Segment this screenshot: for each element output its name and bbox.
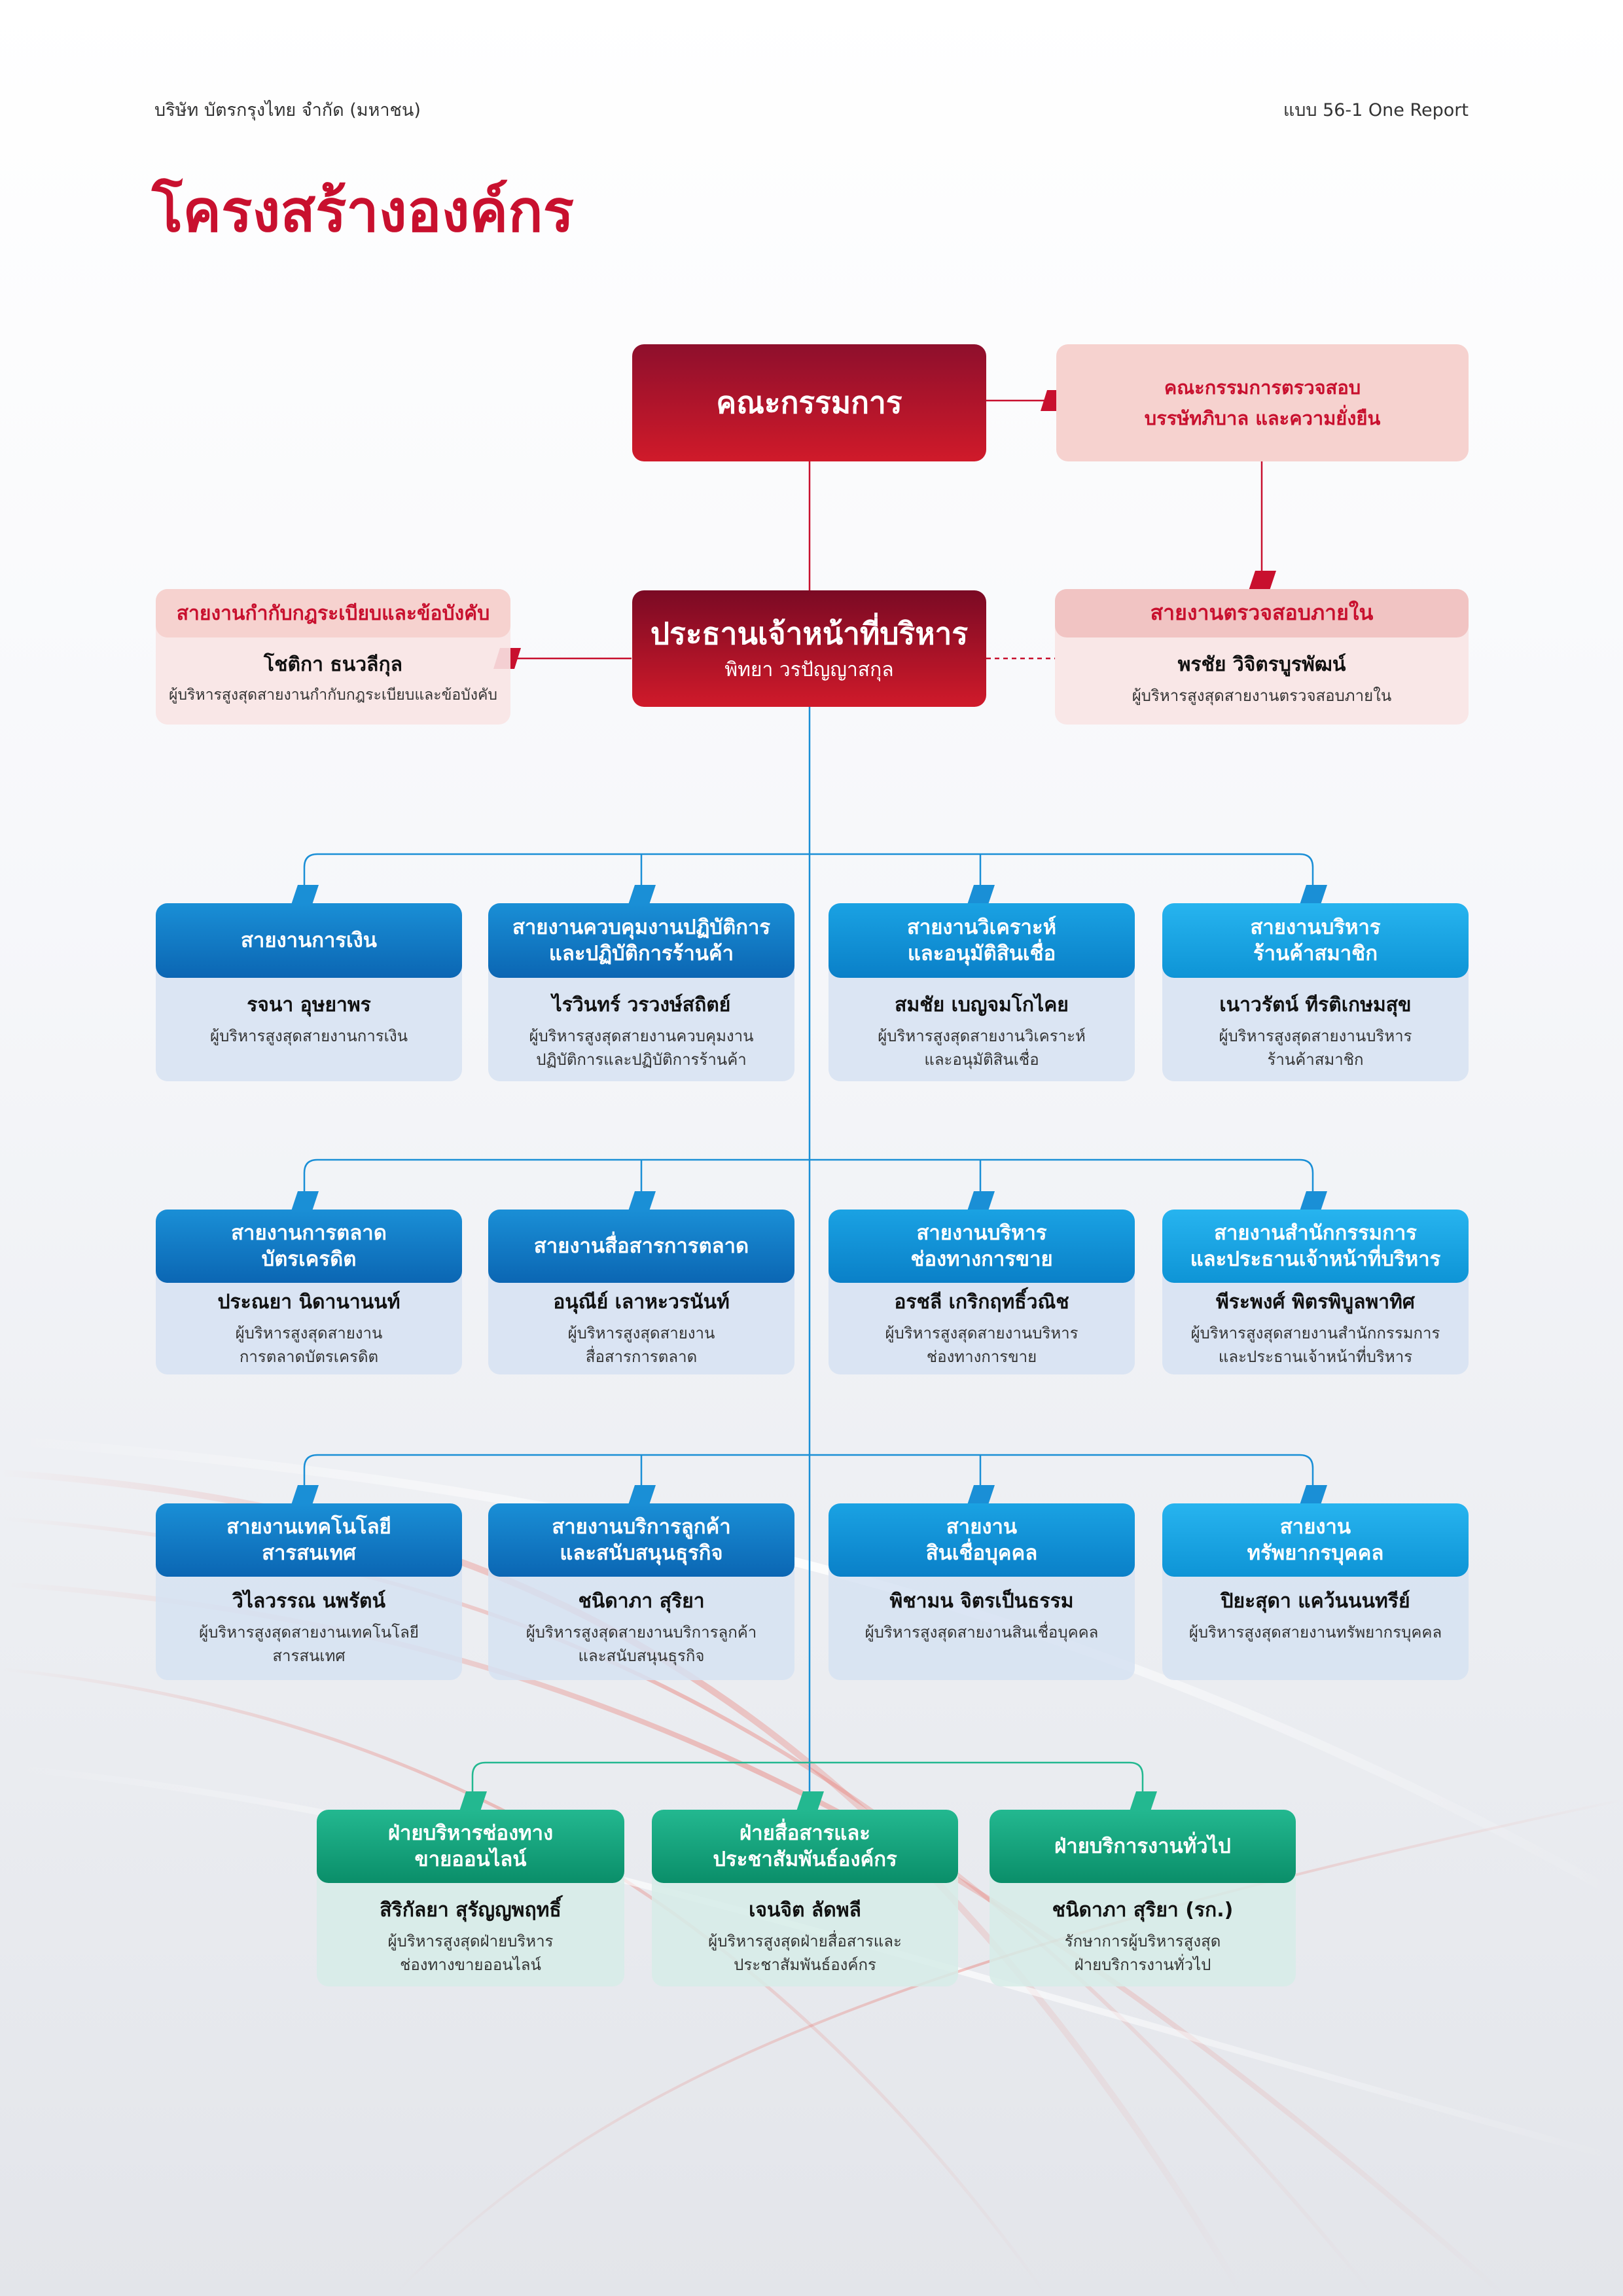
compliance-box: โชติกา ธนวลีกุล ผู้บริหารสูงสุดสายงานกำก… <box>156 589 510 725</box>
compliance-head-name: โชติกา ธนวลีกุล <box>263 653 402 676</box>
dept-head-position: ผู้บริหารสูงสุดสายงานควบคุมงาน ปฏิบัติกา… <box>529 1027 754 1069</box>
company-name: บริษัท บัตรกรุงไทย จำกัด (มหาชน) <box>154 100 421 120</box>
dept-title: สายงานการเงิน <box>241 928 377 952</box>
dept-head-position: ผู้บริหารสูงสุดสายงานเทคโนโลยี สารสนเทศ <box>199 1623 419 1665</box>
dept-box-board-office: พีระพงศ์ พิตรพิบูลพาทิศ ผู้บริหารสูงสุดส… <box>1162 1210 1469 1374</box>
dept-title: สายงานการตลาด บัตรเครดิต <box>231 1221 387 1271</box>
dept-head-name: ปิยะสุดา แคว้นนนทรีย์ <box>1221 1590 1410 1613</box>
dept-title: สายงานบริหาร ร้านค้าสมาชิก <box>1250 915 1381 965</box>
ceo-box: ประธานเจ้าหน้าที่บริหาร พิทยา วรปัญญาสกุ… <box>632 590 986 707</box>
dept-title: สายงานบริหาร ช่องทางการขาย <box>910 1221 1053 1271</box>
dept-title: สายงาน สินเชื่อบุคคล <box>925 1515 1038 1565</box>
division-title: ฝ่ายบริการงานทั่วไป <box>1054 1834 1231 1858</box>
dept-head-name: สมชัย เบญจมโกไคย <box>895 994 1069 1016</box>
ceo-title: ประธานเจ้าหน้าที่บริหาร <box>650 615 969 651</box>
dept-title: สายงานเทคโนโลยี สารสนเทศ <box>226 1515 391 1565</box>
internal-audit-title: สายงานตรวจสอบภายใน <box>1150 600 1374 626</box>
division-box-general-services: ชนิดาภา สุริยา (รก.) รักษาการผู้บริหารสู… <box>990 1810 1296 1986</box>
dept-head-name: อนุณีย์ เลาหะวรนันท์ <box>553 1291 730 1314</box>
compliance-head-position: ผู้บริหารสูงสุดสายงานกำกับกฎระเบียบและข้… <box>168 687 497 704</box>
dept-head-position: ผู้บริหารสูงสุดสายงานบริหาร ช่องทางการขา… <box>885 1324 1079 1366</box>
dept-head-position: ผู้บริหารสูงสุดสายงานการเงิน <box>210 1027 408 1045</box>
dept-head-name: วิไลวรรณ นพรัตน์ <box>232 1590 386 1613</box>
compliance-title: สายงานกำกับกฎระเบียบและข้อบังคับ <box>176 601 490 625</box>
dept-head-name: อรชลี เกริกฤทธิ์วณิช <box>894 1291 1069 1314</box>
dept-box-personal-loan: พิชามน จิตรเป็นธรรม ผู้บริหารสูงสุดสายงา… <box>829 1503 1135 1680</box>
dept-box-marketing-communication: อนุณีย์ เลาหะวรนันท์ ผู้บริหารสูงสุดสายง… <box>488 1210 794 1374</box>
dept-box-finance: รจนา อุษยาพร ผู้บริหารสูงสุดสายงานการเงิ… <box>156 903 462 1081</box>
dept-box-sales-channel: อรชลี เกริกฤทธิ์วณิช ผู้บริหารสูงสุดสายง… <box>829 1210 1135 1374</box>
report-type: แบบ 56-1 One Report <box>1283 100 1469 120</box>
dept-head-position: ผู้บริหารสูงสุดสายงาน การตลาดบัตรเครดิต <box>235 1324 383 1366</box>
dept-box-merchant: เนาวรัตน์ ทีรติเกษมสุข ผู้บริหารสูงสุดสา… <box>1162 903 1469 1081</box>
dept-head-position: ผู้บริหารสูงสุดสายงานบริการลูกค้า และสนั… <box>526 1623 757 1665</box>
internal-audit-head-position: ผู้บริหารสูงสุดสายงานตรวจสอบภายใน <box>1132 687 1392 705</box>
dept-box-credit-approval: สมชัย เบญจมโกไคย ผู้บริหารสูงสุดสายงานวิ… <box>829 903 1135 1081</box>
board-title: คณะกรรมการ <box>716 384 902 420</box>
dept-box-operations-control: ไรวินทร์ วรวงษ์สถิตย์ ผู้บริหารสูงสุดสาย… <box>488 903 794 1081</box>
page-title: โครงสร้างองค์กร <box>152 177 574 245</box>
division-head-position: ผู้บริหารสูงสุดฝ่ายบริหาร ช่องทางขายออนไ… <box>387 1932 554 1974</box>
dept-title: สายงานบริการลูกค้า และสนับสนุนธุรกิจ <box>552 1515 731 1565</box>
internal-audit-head-name: พรชัย วิจิตรบูรพัฒน์ <box>1177 653 1346 676</box>
dept-head-name: ไรวินทร์ วรวงษ์สถิตย์ <box>552 994 731 1016</box>
dept-box-credit-card-marketing: ประณยา นิดานานนท์ ผู้บริหารสูงสุดสายงาน … <box>156 1210 462 1374</box>
audit-committee-title: คณะกรรมการตรวจสอบ บรรษัทภิบาล และความยั่… <box>1144 376 1381 429</box>
division-box-corporate-communication: เจนจิต ลัดพลี ผู้บริหารสูงสุดฝ่ายสื่อสาร… <box>652 1810 958 1986</box>
dept-head-position: ผู้บริหารสูงสุดสายงานบริหาร ร้านค้าสมาชิ… <box>1219 1027 1412 1069</box>
dept-head-name: ประณยา นิดานานนท์ <box>217 1291 401 1314</box>
dept-title: สายงานสำนักกรรมการ และประธานเจ้าหน้าที่บ… <box>1190 1221 1441 1271</box>
dept-head-position: ผู้บริหารสูงสุดสายงานสำนักกรรมการ และประ… <box>1190 1324 1440 1366</box>
dept-head-name: รจนา อุษยาพร <box>247 994 371 1016</box>
division-head-name: สิริกัลยา สุรัญญพฤทธิ์ <box>380 1899 562 1922</box>
division-head-position: ผู้บริหารสูงสุดฝ่ายสื่อสารและ ประชาสัมพั… <box>708 1932 902 1974</box>
dept-box-information-technology: วิไลวรรณ นพรัตน์ ผู้บริหารสูงสุดสายงานเท… <box>156 1503 462 1680</box>
dept-head-position: ผู้บริหารสูงสุดสายงาน สื่อสารการตลาด <box>567 1324 715 1366</box>
audit-committee-box: คณะกรรมการตรวจสอบ บรรษัทภิบาล และความยั่… <box>1056 344 1469 461</box>
dept-head-name: ชนิดาภา สุริยา <box>578 1590 705 1613</box>
dept-head-position: ผู้บริหารสูงสุดสายงานทรัพยากรบุคคล <box>1188 1623 1442 1641</box>
dept-title: สายงานสื่อสารการตลาด <box>533 1234 749 1258</box>
division-title: ฝ่ายบริหารช่องทาง ขายออนไลน์ <box>387 1821 554 1871</box>
ceo-name: พิทยา วรปัญญาสกุล <box>724 658 894 682</box>
division-head-position: รักษาการผู้บริหารสูงสุด ฝ่ายบริการงานทั่… <box>1064 1932 1221 1974</box>
dept-head-name: พิชามน จิตรเป็นธรรม <box>889 1590 1074 1613</box>
division-title: ฝ่ายสื่อสารและ ประชาสัมพันธ์องค์กร <box>713 1821 897 1871</box>
division-box-online-sales: สิริกัลยา สุรัญญพฤทธิ์ ผู้บริหารสูงสุดฝ่… <box>317 1810 624 1986</box>
dept-head-position: ผู้บริหารสูงสุดสายงานวิเคราะห์ และอนุมัต… <box>878 1027 1086 1069</box>
dept-box-customer-service: ชนิดาภา สุริยา ผู้บริหารสูงสุดสายงานบริก… <box>488 1503 794 1680</box>
dept-box-human-resources: ปิยะสุดา แคว้นนนทรีย์ ผู้บริหารสูงสุดสาย… <box>1162 1503 1469 1680</box>
dept-title: สายงาน ทรัพยากรบุคคล <box>1247 1515 1384 1565</box>
dept-head-name: เนาวรัตน์ ทีรติเกษมสุข <box>1219 994 1412 1016</box>
dept-title: สายงานวิเคราะห์ และอนุมัติสินเชื่อ <box>906 915 1057 965</box>
dept-head-name: พีระพงศ์ พิตรพิบูลพาทิศ <box>1216 1291 1415 1314</box>
board-box: คณะกรรมการ <box>632 344 986 461</box>
dept-head-position: ผู้บริหารสูงสุดสายงานสินเชื่อบุคคล <box>865 1623 1099 1641</box>
dept-title: สายงานควบคุมงานปฏิบัติการ และปฏิบัติการร… <box>512 915 771 965</box>
division-head-name: เจนจิต ลัดพลี <box>749 1899 861 1922</box>
internal-audit-box: พรชัย วิจิตรบูรพัฒน์ ผู้บริหารสูงสุดสายง… <box>1055 589 1469 725</box>
division-head-name: ชนิดาภา สุริยา (รก.) <box>1052 1899 1234 1922</box>
